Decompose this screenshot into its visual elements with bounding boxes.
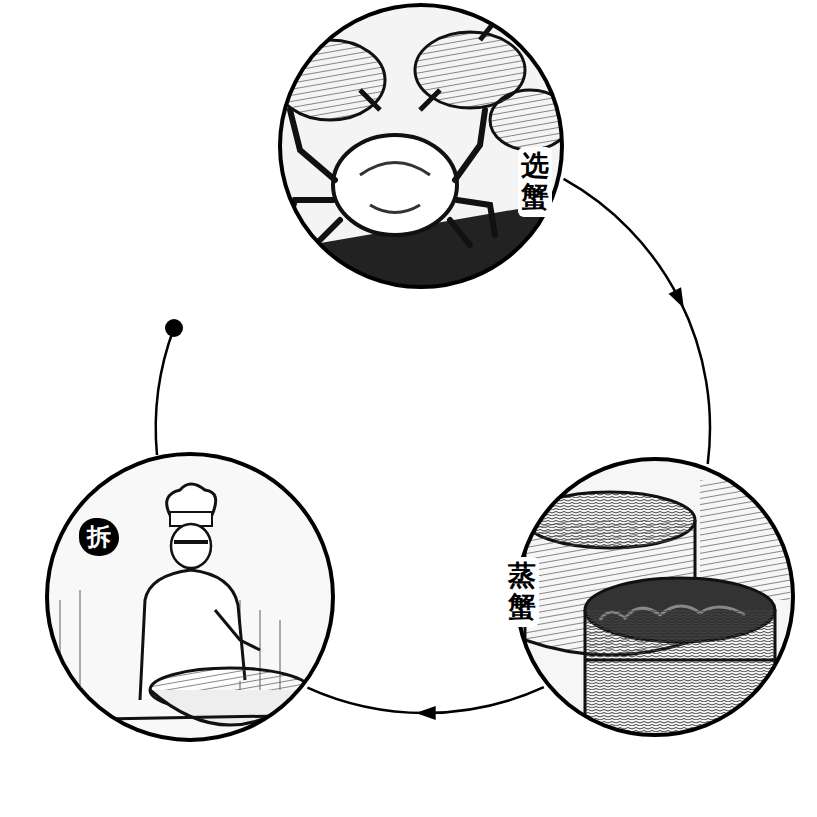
connector-line — [564, 179, 710, 464]
arrowhead — [416, 706, 436, 720]
step-label: 选蟹 — [518, 147, 552, 217]
connector-line — [307, 687, 543, 713]
step-label-badge: 拆 — [79, 518, 119, 556]
steamer-illustration — [515, 457, 795, 740]
step-circle: 拆 — [45, 452, 335, 742]
cycle-arrow — [564, 179, 710, 464]
step-circle: 选蟹 — [278, 3, 564, 289]
chef-illustration — [45, 452, 335, 742]
step-circle: 蒸蟹 — [515, 457, 795, 737]
cycle-arrow — [307, 687, 543, 720]
arrowhead — [669, 287, 684, 308]
start-dot — [165, 319, 183, 337]
cycle-line — [156, 328, 174, 455]
crab-illustration — [270, 0, 570, 300]
step-label: 蒸蟹 — [505, 557, 539, 627]
